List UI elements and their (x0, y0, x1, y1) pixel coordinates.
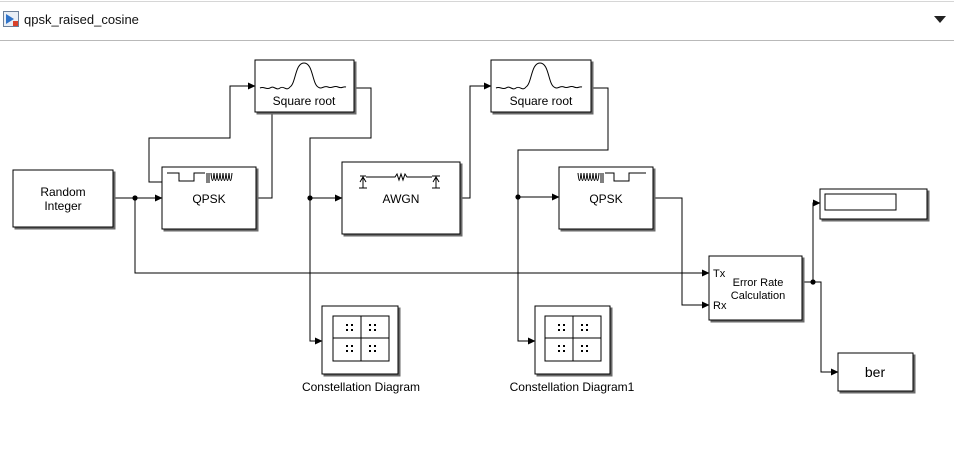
model-address-bar[interactable]: qpsk_raised_cosine (0, 0, 954, 41)
constellation-diagram-block[interactable]: Constellation Diagram (302, 305, 420, 394)
error-rate-port-tx: Tx (713, 268, 726, 280)
random-integer-block[interactable]: Random Integer (12, 169, 114, 228)
sqrt-raised-cosine-tx-block[interactable]: Square root (254, 59, 355, 113)
ber-workspace-block[interactable]: ber (837, 352, 914, 392)
constellation-diagram-label: Constellation Diagram (302, 380, 420, 394)
sqrt-raised-cosine-rx-label: Square root (510, 94, 573, 108)
display-block[interactable] (819, 188, 928, 220)
sqrt-raised-cosine-tx-label: Square root (273, 94, 336, 108)
error-rate-calculation-block[interactable]: Tx Rx Error Rate Calculation (708, 255, 803, 321)
signal-line (517, 197, 536, 345)
branch-points (132, 194, 816, 285)
signal-line (309, 198, 323, 345)
channel-icon (359, 172, 440, 189)
signal-line (309, 87, 372, 202)
constellation-icon (544, 315, 602, 362)
constellation-icon (332, 315, 390, 362)
block-diagram-canvas[interactable]: Random Integer QPSK Square root AWGN (0, 42, 954, 474)
qpsk-waveform-icon (577, 172, 646, 183)
constellation-diagram1-label: Constellation Diagram1 (510, 380, 635, 394)
signal-lines (113, 82, 839, 376)
error-rate-port-rx: Rx (713, 300, 727, 312)
constellation-diagram1-block[interactable]: Constellation Diagram1 (510, 305, 635, 394)
sqrt-raised-cosine-rx-block[interactable]: Square root (490, 59, 592, 113)
ber-workspace-label: ber (865, 364, 886, 380)
awgn-channel-block[interactable]: AWGN (341, 161, 461, 235)
qpsk-modulator-block[interactable]: QPSK (161, 166, 257, 230)
dropdown-arrow-icon[interactable] (932, 13, 948, 25)
sinc-pulse-icon (259, 62, 347, 90)
random-integer-label-line1: Random (40, 185, 85, 199)
signal-line (460, 82, 492, 199)
random-integer-label-line2: Integer (44, 199, 81, 213)
qpsk-modulator-label: QPSK (192, 192, 225, 206)
signal-line (517, 87, 609, 201)
signal-line (653, 197, 710, 309)
simulink-model-icon (3, 11, 19, 27)
branch-dot (132, 195, 138, 201)
qpsk-demodulator-block[interactable]: QPSK (558, 166, 654, 230)
signal-line (802, 199, 821, 283)
branch-dot (307, 195, 313, 201)
branch-dot (515, 194, 521, 200)
error-rate-label-line1: Error Rate (733, 277, 784, 289)
display-value-field (824, 193, 897, 211)
awgn-channel-label: AWGN (383, 192, 420, 206)
branch-dot (810, 279, 816, 285)
error-rate-label-line2: Calculation (731, 290, 785, 302)
signal-line (148, 82, 256, 183)
qpsk-waveform-icon (167, 172, 233, 183)
signal-line (813, 281, 839, 376)
model-name[interactable]: qpsk_raised_cosine (24, 12, 139, 27)
sinc-pulse-icon (495, 62, 583, 90)
qpsk-demodulator-label: QPSK (589, 192, 622, 206)
